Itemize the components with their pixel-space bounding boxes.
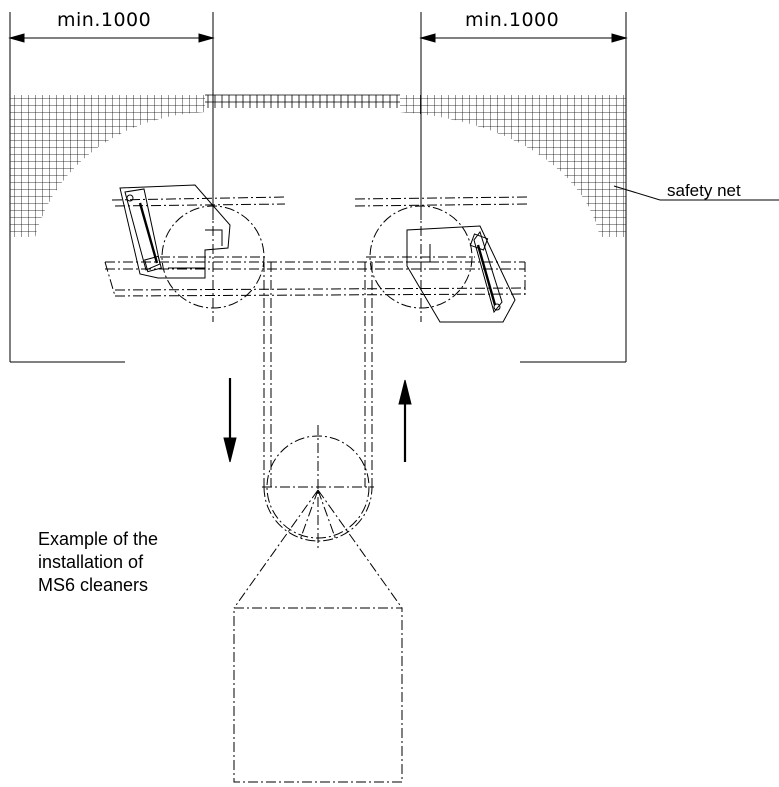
dimension-label-left: min.1000	[57, 9, 152, 31]
cleaner-right	[406, 225, 516, 323]
safety-net-leader	[613, 185, 779, 201]
safety-net-label: safety net	[667, 181, 741, 200]
caption-line-1: Example of the	[38, 529, 159, 549]
caption: Example of the installation of MS6 clean…	[38, 528, 158, 597]
belt-runs	[263, 262, 373, 542]
direction-arrows	[223, 378, 412, 463]
dimension-label-right: min.1000	[465, 9, 560, 31]
pulleys	[160, 190, 475, 550]
conveyor-centerlines	[104, 196, 528, 297]
caption-line-2: installation of	[38, 552, 144, 572]
cleaner-left	[119, 184, 231, 279]
safety-net-grid	[10, 94, 626, 237]
dimension-right	[419, 12, 628, 220]
caption-line-3: MS6 cleaners	[38, 575, 149, 595]
discharge-chute	[233, 489, 403, 783]
dimension-left	[8, 12, 215, 220]
